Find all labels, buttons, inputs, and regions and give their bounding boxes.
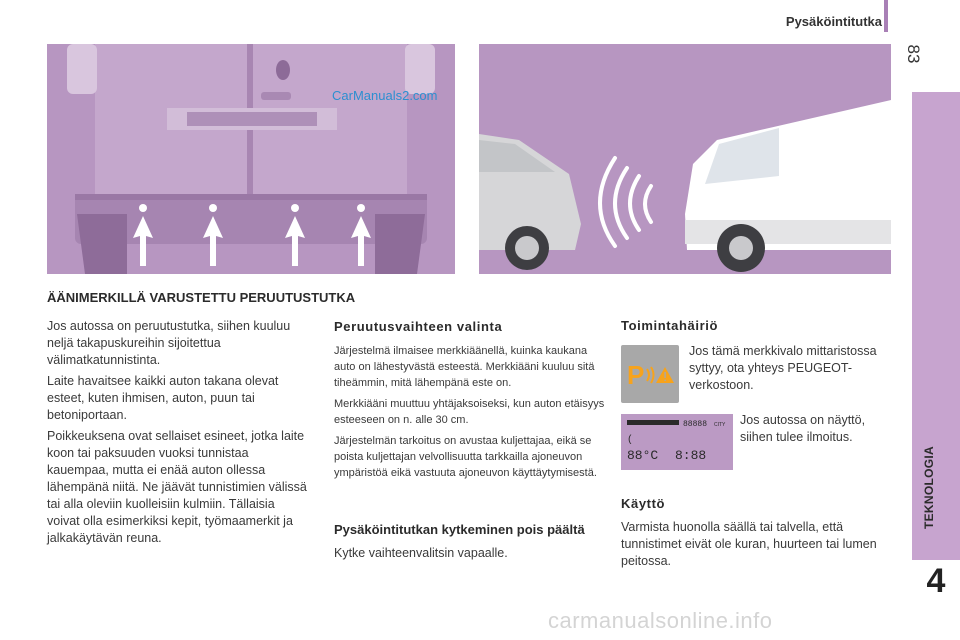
- col1-paragraph-2: Laite havaitsee kaikki auton takana olev…: [47, 374, 279, 422]
- col2-paragraph-4: Kytke vaihteenvalitsin vapaalle.: [334, 546, 508, 560]
- chapter-number: 4: [926, 562, 946, 600]
- watermark-link[interactable]: CarManuals2.com: [332, 88, 438, 103]
- column-1: Jos autossa on peruutustutka, siihen kuu…: [47, 318, 309, 551]
- dashboard-display-icon: 88888 CITY ( 88°C 8:88: [621, 414, 733, 470]
- parking-sensor-warning-icon: P: [621, 345, 679, 403]
- van-side-illustration: [479, 44, 891, 274]
- col3-paragraph-1: Jos tämä merkkivalo mittaristossa syttyy…: [689, 344, 877, 392]
- column-2: Peruutusvaihteen valinta Järjestelmä ilm…: [334, 318, 606, 486]
- usage-heading: Käyttö: [621, 496, 666, 511]
- header-accent-bar: [884, 0, 888, 32]
- reverse-gear-heading: Peruutusvaihteen valinta: [334, 319, 503, 334]
- van-rear-sensors-image: [47, 44, 455, 274]
- section-heading-reverse-radar: ÄÄNIMERKILLÄ VARUSTETTU PERUUTUSTUTKA: [47, 290, 356, 305]
- lcd-mode-readout: CITY: [714, 422, 726, 428]
- col2-paragraph-3: Järjestelmän tarkoitus on avustaa kuljet…: [334, 435, 597, 479]
- col3-paragraph-3: Varmista huonolla säällä tai talvella, e…: [621, 520, 877, 568]
- van-rear-illustration: [47, 44, 455, 274]
- col1-paragraph-3: Poikkeuksena ovat sellaiset esineet, jot…: [47, 429, 307, 545]
- col3-paragraph-2: Jos autossa on näyttö, siihen tulee ilmo…: [740, 413, 866, 444]
- lcd-top-readout: 88888: [683, 420, 707, 429]
- lcd-clock-readout: 8:88: [675, 448, 706, 463]
- svg-text:(: (: [627, 434, 633, 446]
- page-number: 83: [904, 44, 923, 64]
- footer-watermark: carmanualsonline.info: [548, 608, 773, 633]
- chapter-label: TEKNOLOGIA: [922, 446, 936, 529]
- svg-text:P: P: [627, 360, 644, 390]
- col1-paragraph-1: Jos autossa on peruutustutka, siihen kuu…: [47, 319, 291, 367]
- col2-paragraph-2: Merkkiääni muuttuu yhtäjaksoiseksi, kun …: [334, 398, 605, 426]
- van-approaching-obstacle-image: [479, 44, 891, 274]
- col2-paragraph-1: Järjestelmä ilmaisee merkkiäänellä, kuin…: [334, 345, 595, 389]
- lcd-temperature-readout: 88°C: [627, 448, 658, 463]
- disable-radar-heading: Pysäköintitutkan kytkeminen pois päältä: [334, 522, 585, 537]
- malfunction-heading: Toimintahäiriö: [621, 318, 718, 333]
- chapter-side-tab: [912, 92, 960, 560]
- page-header-title: Pysäköintitutka: [785, 14, 882, 29]
- col2-body: Järjestelmä ilmaisee merkkiäänellä, kuin…: [334, 343, 606, 481]
